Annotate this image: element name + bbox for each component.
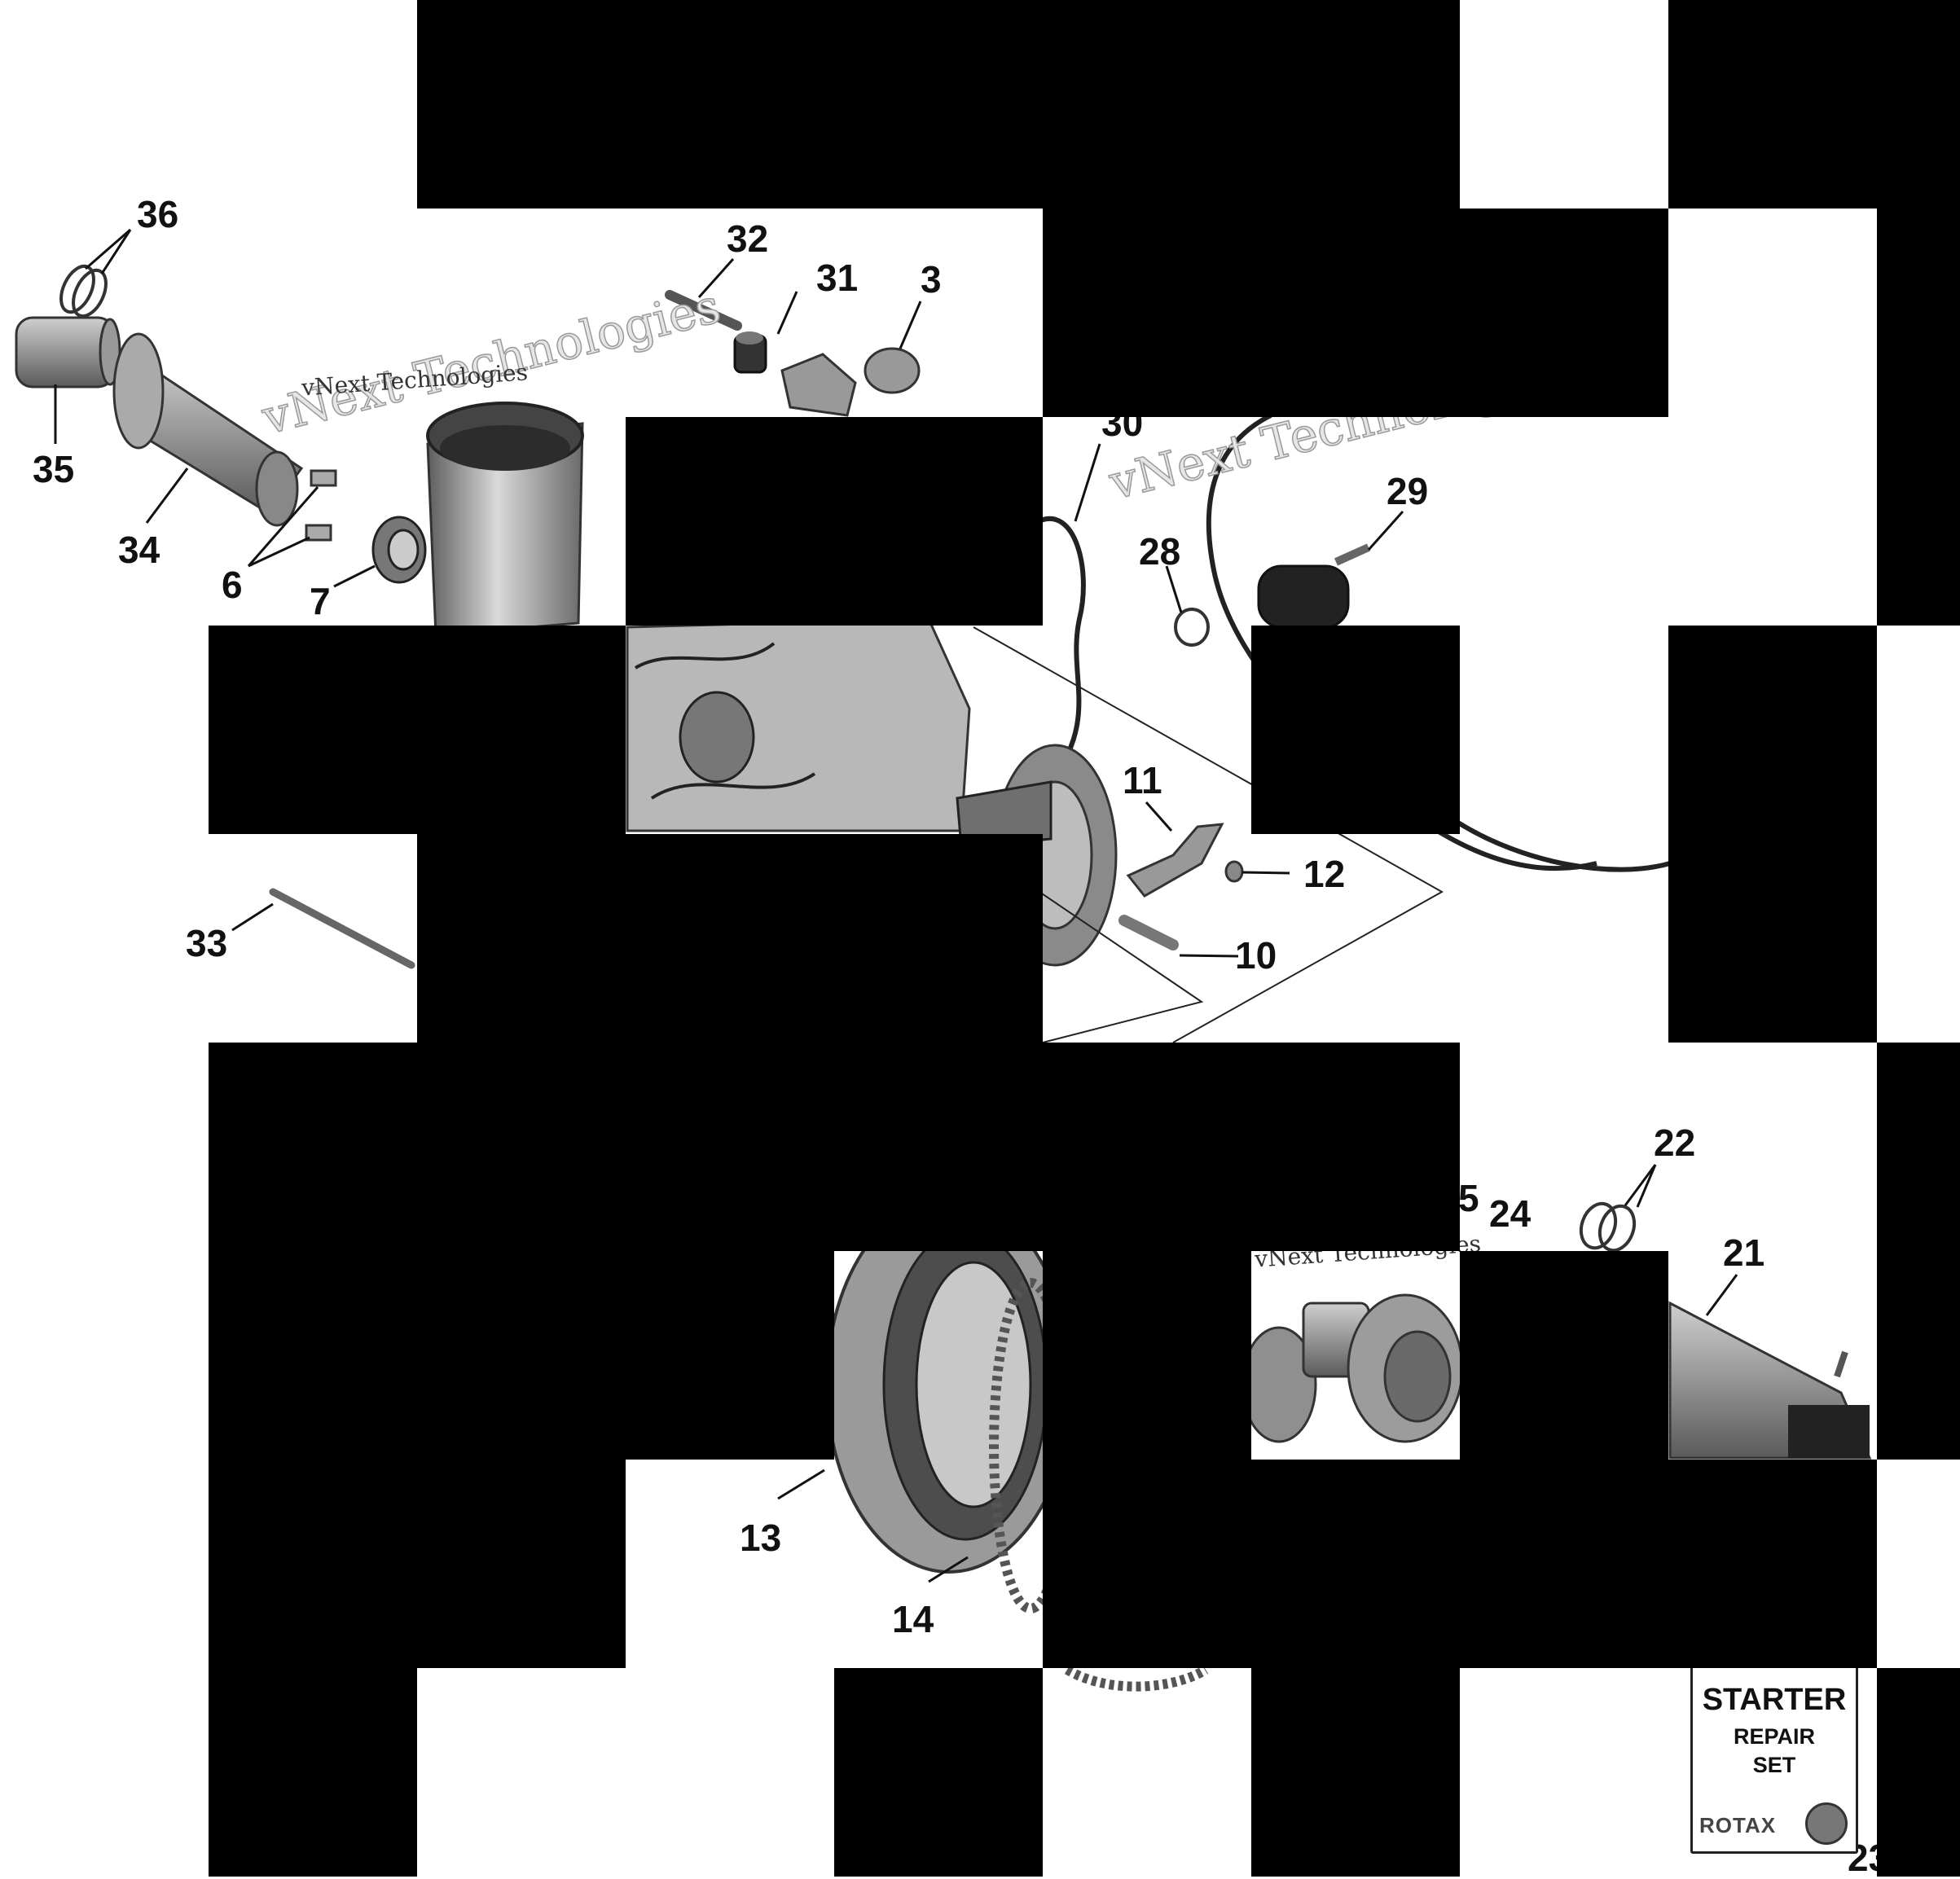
starter-drive bbox=[1241, 1293, 1464, 1443]
part-33-bolt bbox=[269, 888, 415, 969]
callout-21: 21 bbox=[1723, 1231, 1765, 1274]
callout-6: 6 bbox=[222, 564, 243, 606]
part-28-oring bbox=[1174, 608, 1210, 647]
callout-22: 22 bbox=[1654, 1122, 1696, 1164]
part-6-dowel-a bbox=[310, 469, 337, 487]
part-22-orings bbox=[1579, 1201, 1637, 1253]
part-6-dowel-b bbox=[305, 524, 332, 542]
callout-3: 3 bbox=[921, 258, 942, 301]
callout-28: 28 bbox=[1139, 530, 1181, 573]
part-12-bolt bbox=[1224, 860, 1244, 883]
part-3-plug bbox=[864, 347, 921, 394]
callout-33: 33 bbox=[186, 922, 228, 964]
leader-lines bbox=[54, 228, 1738, 1583]
callout-14: 14 bbox=[892, 1598, 934, 1640]
cylinder-tower bbox=[426, 402, 584, 637]
part-11-bracket bbox=[1126, 823, 1224, 898]
callout-24: 24 bbox=[1489, 1192, 1532, 1235]
rotax-logo: ROTAX bbox=[1699, 1813, 1777, 1837]
part-29-sensor bbox=[1257, 543, 1371, 629]
brp-badge-icon bbox=[1805, 1802, 1848, 1845]
callout-7: 7 bbox=[310, 580, 331, 622]
callout-34: 34 bbox=[118, 529, 160, 571]
callout-29: 29 bbox=[1387, 470, 1429, 512]
starter-repair-set-box: STARTER REPAIR SET ROTAX bbox=[1690, 1666, 1858, 1854]
callout-35: 35 bbox=[33, 448, 75, 490]
part-32-bolt bbox=[665, 290, 742, 331]
bracket bbox=[780, 353, 857, 417]
box-title: STARTER bbox=[1702, 1683, 1847, 1717]
callout-11: 11 bbox=[1123, 759, 1162, 801]
part-31-clamp bbox=[733, 331, 767, 374]
part-7-bearing bbox=[371, 516, 427, 584]
box-line-2: REPAIR bbox=[1733, 1724, 1815, 1749]
mask-blocks bbox=[209, 0, 1960, 1877]
box-line-3: SET bbox=[1752, 1753, 1796, 1777]
part-30-gasket bbox=[1037, 516, 1086, 784]
callout-12: 12 bbox=[1303, 853, 1346, 895]
callout-5: 5 bbox=[1458, 1177, 1479, 1219]
part-21-starter-motor bbox=[1668, 1301, 1872, 1460]
callout-31: 31 bbox=[816, 257, 859, 299]
callout-10: 10 bbox=[1235, 934, 1277, 977]
callout-36: 36 bbox=[137, 193, 179, 235]
crankcase bbox=[626, 617, 971, 832]
part-15-gear bbox=[1064, 1665, 1209, 1692]
part-10-bolt bbox=[1118, 915, 1179, 950]
callout-32: 32 bbox=[727, 217, 769, 260]
part-34-sleeve bbox=[112, 332, 304, 527]
callout-13: 13 bbox=[740, 1517, 782, 1559]
